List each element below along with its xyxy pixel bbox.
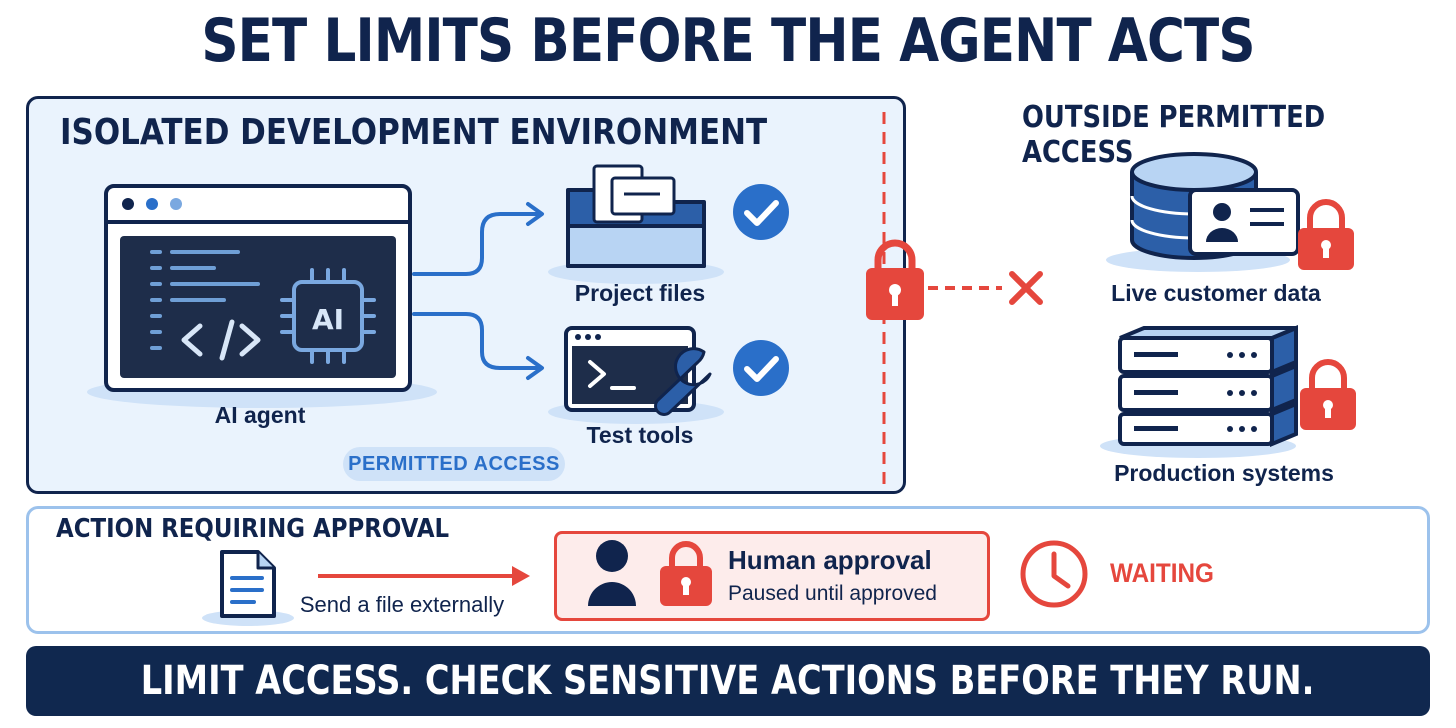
server-rack-icon xyxy=(1100,325,1298,458)
check-icon xyxy=(733,184,789,240)
clock-icon xyxy=(1020,540,1088,608)
permitted-access-badge: PERMITTED ACCESS xyxy=(343,447,565,481)
ai-chip-text: AI xyxy=(312,303,344,336)
summary-banner: LIMIT ACCESS. CHECK SENSITIVE ACTIONS BE… xyxy=(26,646,1430,716)
red-arrow xyxy=(318,566,530,586)
ai-chip-icon: AI xyxy=(280,268,376,364)
document-icon xyxy=(202,550,294,626)
access-arrows xyxy=(412,202,544,380)
outside-access-title: OUTSIDE PERMITTED ACCESS xyxy=(1022,100,1326,170)
production-systems-label: Production systems xyxy=(1114,460,1334,486)
project-files-label: Project files xyxy=(574,280,706,306)
human-approval-title: Human approval xyxy=(728,545,932,575)
ai-agent-label: AI agent xyxy=(214,402,306,428)
folder-icon xyxy=(548,164,724,284)
page-title: SET LIMITS BEFORE THE AGENT ACTS xyxy=(201,6,1255,76)
lock-icon xyxy=(1300,359,1356,430)
test-tools-label: Test tools xyxy=(586,422,694,448)
lock-icon xyxy=(866,239,924,320)
human-approval-subtitle: Paused until approved xyxy=(728,582,937,605)
lock-icon xyxy=(660,541,712,606)
check-icon xyxy=(733,340,789,396)
isolated-environment-title: ISOLATED DEVELOPMENT ENVIRONMENT xyxy=(60,112,768,153)
person-icon xyxy=(588,540,636,606)
blocked-x-icon xyxy=(1009,271,1043,305)
approval-title: ACTION REQUIRING APPROVAL xyxy=(56,514,450,544)
lock-icon xyxy=(1298,199,1354,270)
wrench-icon xyxy=(654,347,712,416)
waiting-status: WAITING xyxy=(1110,558,1214,588)
summary-banner-text: LIMIT ACCESS. CHECK SENSITIVE ACTIONS BE… xyxy=(141,658,1315,704)
live-customer-data-label: Live customer data xyxy=(1111,280,1321,306)
id-card-icon xyxy=(1188,188,1300,256)
send-file-label: Send a file externally xyxy=(299,592,505,617)
